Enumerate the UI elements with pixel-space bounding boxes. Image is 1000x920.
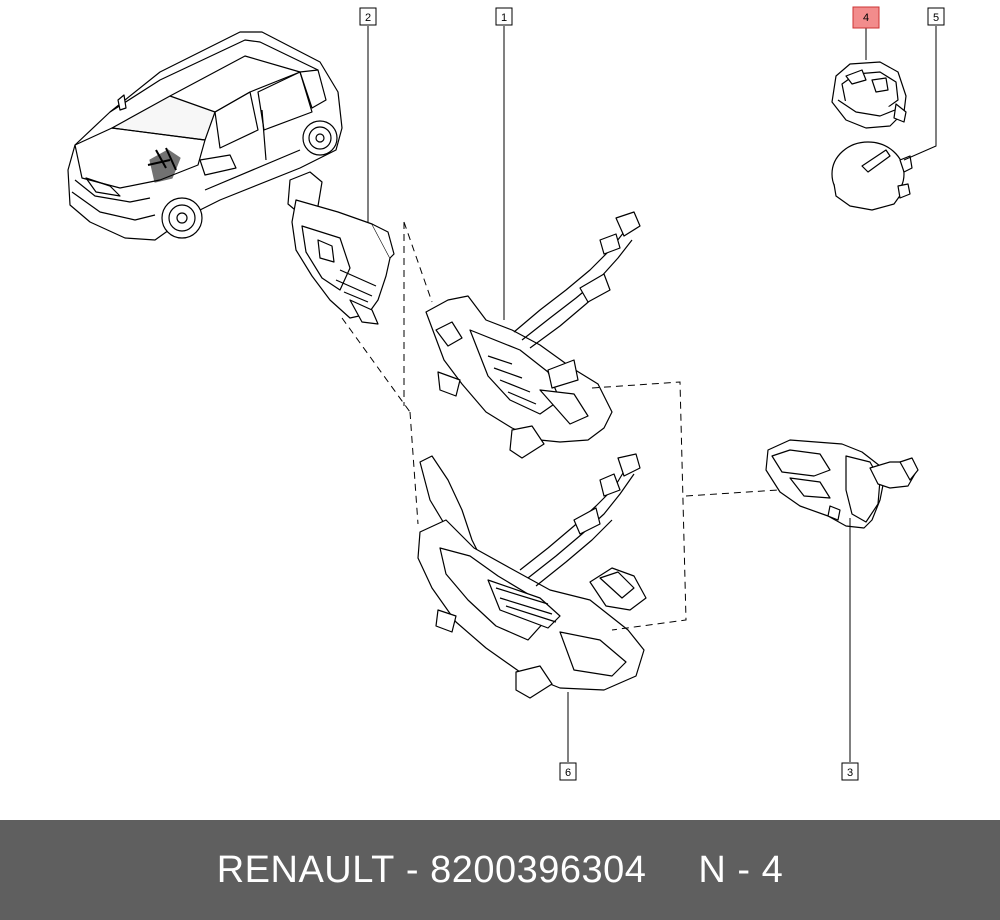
- callout-6: 6: [559, 762, 577, 781]
- parts-diagram: 2 1 4 5 6 3: [67, 6, 945, 781]
- part-6-drawing: [417, 453, 647, 699]
- dashed-connectors: [341, 221, 779, 631]
- brand-name: RENAULT: [216, 848, 395, 891]
- part-4-drawing: [831, 61, 907, 129]
- separator: -: [405, 848, 419, 891]
- callout-2: 2: [359, 7, 377, 26]
- part-number: 8200396304: [430, 848, 647, 891]
- callout-3: 3: [841, 762, 859, 781]
- callout-1: 1: [495, 7, 513, 26]
- footer-bar: RENAULT - 8200396304 N - 4: [0, 820, 1000, 920]
- position-code: N - 4: [698, 848, 784, 891]
- leader-lines: [367, 26, 937, 762]
- callout-label-5: 5: [933, 12, 939, 24]
- callout-4: 4: [852, 6, 880, 29]
- callout-label-3: 3: [847, 767, 853, 779]
- callout-label-6: 6: [565, 767, 571, 779]
- part-5-drawing: [831, 141, 913, 211]
- callout-5: 5: [927, 7, 945, 26]
- callout-label-1: 1: [501, 12, 507, 24]
- part-1-drawing: [425, 211, 641, 459]
- callout-label-4: 4: [863, 12, 869, 24]
- part-2-drawing: [287, 171, 395, 325]
- part-3-drawing: [765, 439, 919, 529]
- callout-label-2: 2: [365, 12, 371, 24]
- car-illustration: [67, 31, 343, 241]
